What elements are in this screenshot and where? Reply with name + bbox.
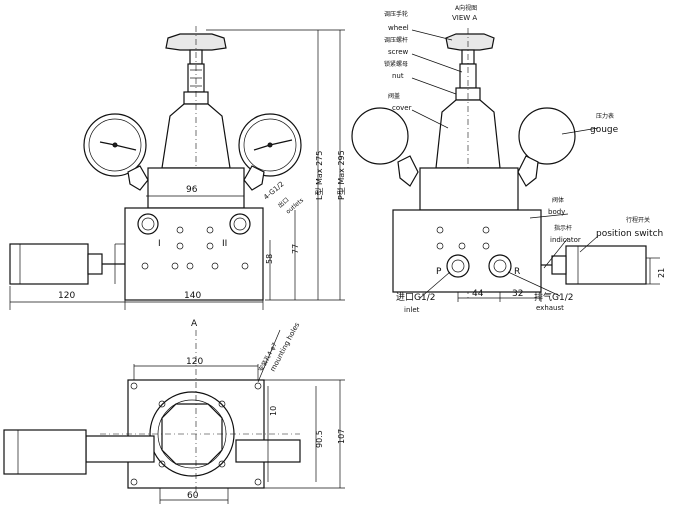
gauge-cn: 压力表 — [596, 112, 614, 120]
switch-box-left — [9, 243, 89, 285]
side-view — [351, 28, 660, 302]
dim-120-top: 120 — [186, 357, 203, 367]
dim-58: 58 — [265, 254, 274, 264]
top-view — [3, 329, 345, 504]
indicator-label: indicator — [550, 236, 581, 244]
view-a-marker: A — [191, 319, 198, 329]
dim-10: 10 — [269, 406, 278, 416]
switch-box-right — [565, 245, 647, 285]
view-a: VIEW A — [452, 14, 477, 22]
inlet-label: inlet — [404, 306, 420, 314]
side-base-body — [392, 209, 542, 293]
switch-box-bottom — [3, 429, 87, 475]
dim-l-max: L型 Max 275 — [315, 151, 324, 200]
dim-p-max: P型 Max 295 — [337, 150, 346, 200]
port-i: I — [158, 239, 161, 249]
switch-label: position switch — [596, 229, 663, 239]
middle-body — [147, 167, 245, 209]
dim-140: 140 — [184, 291, 201, 301]
dim-77: 77 — [291, 244, 300, 254]
nut-cn: 锁紧螺母 — [384, 60, 408, 68]
dim-120-left: 120 — [58, 291, 75, 301]
dim-60: 60 — [187, 491, 199, 501]
port-p: P — [436, 267, 442, 277]
screw-cn: 调压螺杆 — [384, 36, 408, 44]
exhaust-thread: 排气G1/2 — [534, 291, 573, 303]
body-cn: 阀体 — [552, 196, 564, 204]
dim-44: 44 — [472, 289, 484, 299]
outlets-thread: 4-G1/2 — [262, 180, 285, 202]
dim-32: 32 — [512, 289, 523, 299]
port-ii: II — [222, 239, 227, 249]
body-label: body — [548, 208, 565, 216]
view-a-cn: A向视图 — [455, 4, 477, 12]
wheel-label: wheel — [388, 24, 409, 32]
side-right-gauge — [518, 107, 576, 165]
side-left-gauge — [351, 107, 409, 165]
dim-96: 96 — [186, 185, 198, 195]
dim-21: 21 — [657, 268, 666, 278]
nut-label: nut — [392, 72, 404, 80]
exhaust-label: exhaust — [536, 304, 564, 312]
switch-cn: 行程开关 — [626, 216, 650, 224]
dim-90-5: 90.5 — [315, 430, 324, 448]
port-r: R — [514, 267, 520, 277]
cover-cn: 阀盖 — [388, 92, 400, 100]
screw-label: screw — [388, 48, 409, 56]
cover-label: cover — [392, 104, 412, 112]
inlet-thread: 进口G1/2 — [396, 292, 435, 303]
wheel-cn: 调压手轮 — [384, 10, 408, 18]
indicator-cn: 指示杆 — [554, 224, 572, 232]
gauge-label: gouge — [590, 125, 619, 135]
dim-107: 107 — [337, 429, 346, 444]
front-view — [9, 26, 345, 310]
